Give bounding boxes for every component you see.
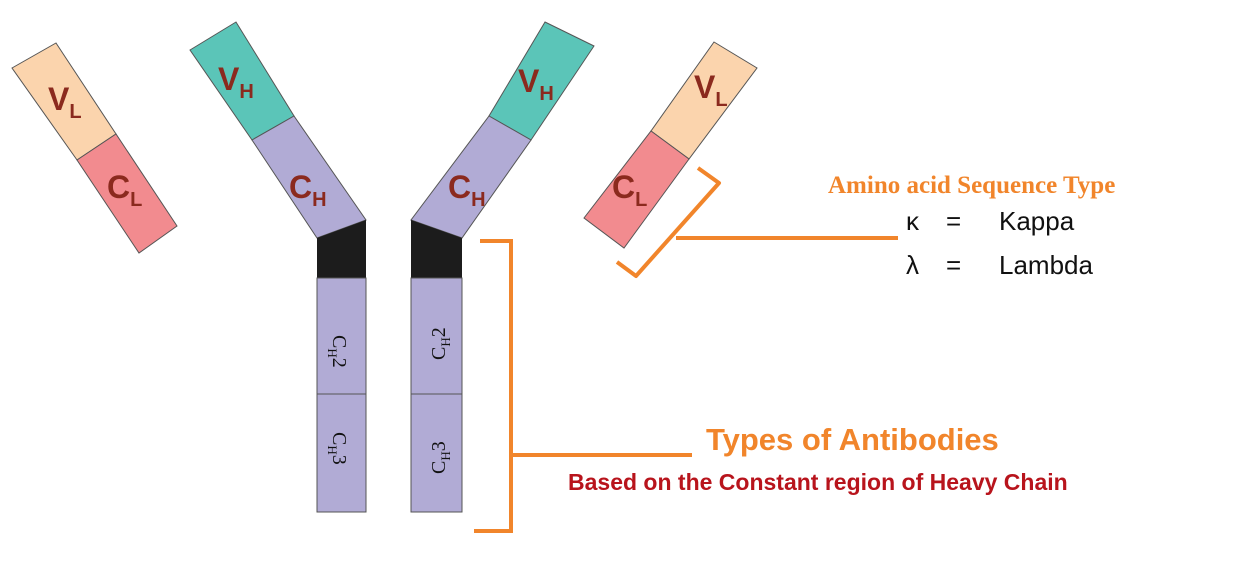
kappa-equals: = [946,206,961,236]
kappa-row: κ = Kappa [906,206,1075,236]
right-vl-label: VL [694,69,728,111]
heavy-chain-annotation: Types of Antibodies Based on the Constan… [474,239,1068,533]
kappa-name: Kappa [999,206,1075,236]
left-ch2-segment [316,277,367,395]
right-ch2-segment [410,277,463,395]
lambda-row: λ = Lambda [906,250,1093,280]
types-of-antibodies-title: Types of Antibodies [706,422,999,457]
left-ch3-segment [316,393,367,513]
light-chain-annotation: Amino acid Sequence Type κ = Kappa λ = L… [615,166,1115,280]
right-heavy-chain: VH CH CH2 CH3 [410,21,595,513]
left-ch2-label: CH2 [325,335,350,368]
right-hinge [411,220,462,278]
right-ch3-label: CH3 [428,441,453,474]
right-vh-segment [488,21,595,141]
types-of-antibodies-subtitle: Based on the Constant region of Heavy Ch… [568,469,1068,495]
right-ch2-label: CH2 [428,327,453,360]
left-cl-segment [76,133,178,254]
lambda-equals: = [946,250,961,280]
heavy-chain-bracket [474,239,513,533]
right-vh-label: VH [518,63,554,105]
right-light-chain: VL CL [583,41,758,249]
light-chain-title: Amino acid Sequence Type [828,172,1115,199]
lambda-symbol: λ [906,250,919,280]
right-cl-segment [583,130,690,249]
lambda-name: Lambda [999,250,1093,280]
light-chain-bracket [615,166,721,278]
left-light-chain: VL CL [11,42,178,254]
right-ch1-label: CH [448,169,486,211]
kappa-symbol: κ [906,206,920,236]
left-ch1-label: CH [289,169,327,211]
right-cl-label: CL [612,169,647,211]
right-ch3-segment [410,393,463,513]
left-vl-label: VL [48,81,82,123]
left-heavy-chain: VH CH CH2 CH3 [189,21,367,513]
left-hinge [317,220,366,278]
left-vh-label: VH [218,61,254,103]
left-cl-label: CL [107,169,142,211]
left-ch3-label: CH3 [325,432,350,465]
